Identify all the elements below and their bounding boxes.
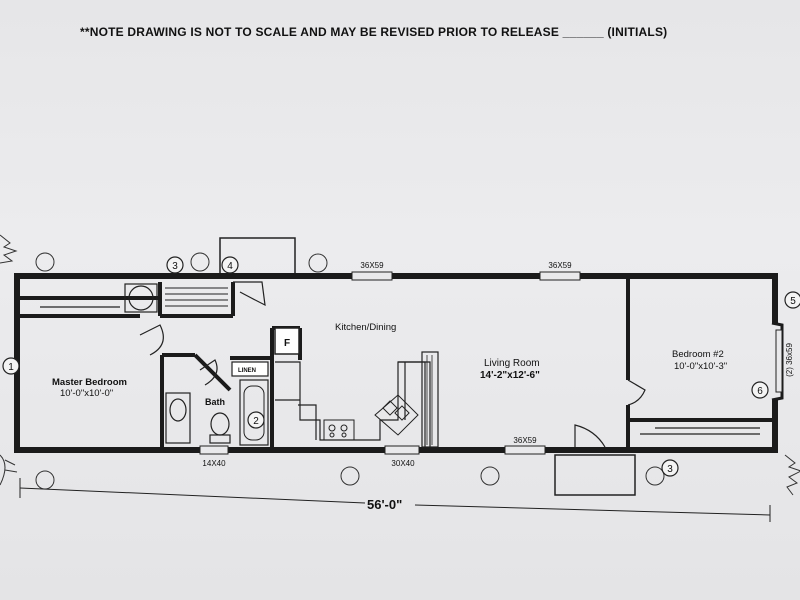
room-label-bath: Bath (205, 397, 225, 407)
shelving (165, 287, 228, 307)
bathtub (239, 379, 269, 446)
callout-1-label: 1 (8, 362, 14, 373)
callout-3-label: 3 (172, 261, 178, 272)
callout-2 (247, 411, 265, 429)
window-label-bottom-bath: 14X40 (202, 459, 226, 468)
callout-6-label: 6 (757, 386, 763, 397)
callout-4-label: 4 (227, 261, 233, 272)
callout-3b-label: 3 (667, 464, 673, 475)
linen-label: LINEN (238, 368, 256, 374)
callout-3 (166, 256, 184, 274)
vanity (165, 392, 191, 444)
callout-1 (2, 357, 20, 375)
room-label-master: Master Bedroom (52, 377, 127, 388)
windows (199, 271, 783, 455)
room-label-living: Living Room (484, 358, 540, 369)
room-dim-living: 14'-2"x12'-6" (480, 370, 540, 381)
room-label-bed2: Bedroom #2 (672, 349, 724, 360)
callout-6 (751, 381, 769, 399)
landscape-shrubs (0, 234, 800, 496)
front-porch (554, 454, 636, 496)
room-dim-bed2: 10'-0"x10'-3" (674, 361, 727, 372)
sink-icon (169, 398, 187, 422)
callout-2-label: 2 (253, 416, 259, 427)
linen-closet (231, 361, 269, 377)
refrigerator (274, 327, 300, 355)
range-icon (323, 419, 355, 441)
callout-5 (784, 291, 800, 309)
callout-4 (221, 256, 239, 274)
callout-markers (2, 256, 800, 477)
kitchen-counters (275, 361, 431, 447)
interior-walls (20, 279, 772, 447)
window-label-bottom-kitchen: 30X40 (391, 459, 415, 468)
callout-3b (661, 459, 679, 477)
window-label-top-left: 36X59 (360, 261, 384, 270)
window-label-right-side: (2) 36x59 (785, 343, 794, 377)
kitchen-sink-icon (374, 394, 419, 436)
drawing-note: **NOTE DRAWING IS NOT TO SCALE AND MAY B… (80, 25, 668, 39)
overall-dimension (19, 478, 771, 522)
window-label-bottom-living: 36X59 (513, 436, 537, 445)
fridge-label: F (284, 338, 290, 349)
window-label-top-right: 36X59 (548, 261, 572, 270)
water-heater-icon (128, 285, 154, 311)
overall-length-label: 56'-0" (367, 497, 402, 512)
toilet-icon (210, 412, 230, 436)
room-dim-master: 10'-0"x10'-0" (60, 388, 113, 399)
room-label-kitchen: Kitchen/Dining (335, 322, 396, 333)
callout-5-label: 5 (790, 296, 796, 307)
